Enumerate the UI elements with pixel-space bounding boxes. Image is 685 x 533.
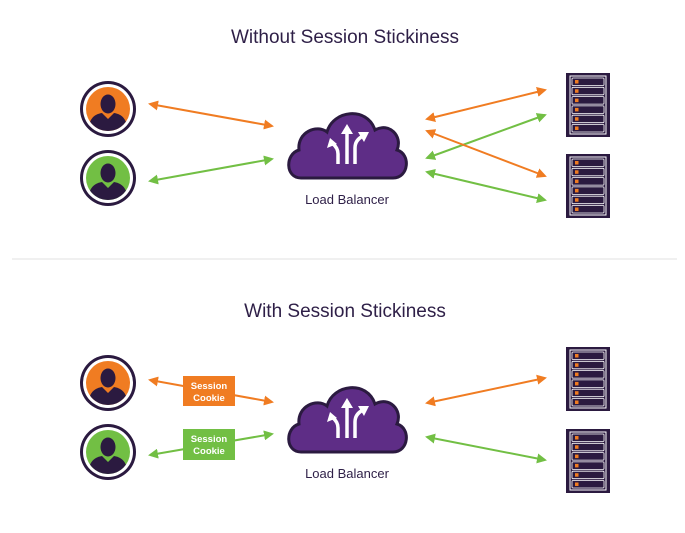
arrow-green-lb-to-server1 [425, 113, 547, 160]
server-slot [571, 480, 605, 489]
server-led [575, 400, 579, 404]
server-slot [571, 388, 605, 398]
session-cookie-badge-green: Session Cookie [183, 429, 235, 460]
load-balancer-label: Load Balancer [305, 466, 390, 481]
server-led [575, 207, 579, 211]
server-led [575, 161, 579, 165]
svg-text:Cookie: Cookie [193, 393, 225, 404]
svg-text:Cookie: Cookie [193, 446, 225, 457]
server-slot [571, 452, 605, 461]
cloud-load-balancer-icon [286, 111, 409, 180]
cloud-load-balancer-icon [286, 385, 409, 454]
server-slot [571, 105, 605, 114]
server-slot [571, 398, 605, 407]
server-led [575, 473, 579, 477]
server-led [575, 80, 579, 84]
arrow-orange-lb-to-server1 [425, 374, 547, 407]
server-rack-icon [566, 73, 610, 137]
server-slot [571, 114, 605, 124]
arrow-orange-lb-to-server2 [425, 129, 547, 178]
server-rack-icon [566, 347, 610, 411]
server-slot [571, 167, 605, 177]
server-slot [571, 177, 605, 186]
arrow-orange-lb-to-server1 [425, 87, 547, 122]
svg-text:Session: Session [191, 434, 228, 445]
svg-text:Session: Session [191, 381, 228, 392]
server-slot [571, 360, 605, 370]
server-led [575, 188, 579, 193]
server-slot [571, 186, 605, 195]
user-icon [80, 355, 136, 411]
server-led [575, 107, 579, 112]
server-led [575, 436, 579, 440]
server-slot [571, 370, 605, 379]
server-led [575, 126, 579, 130]
user-icon [80, 81, 136, 137]
user-icon [80, 150, 136, 206]
server-slot [571, 379, 605, 388]
server-slot [571, 461, 605, 470]
server-led [575, 170, 579, 174]
server-slot [571, 442, 605, 452]
server-slot [571, 205, 605, 214]
server-led [575, 463, 579, 468]
server-slot [571, 433, 605, 442]
arrow-orange-user-to-lb [148, 100, 274, 130]
server-led [575, 454, 579, 459]
server-led [575, 179, 579, 184]
server-led [575, 482, 579, 486]
section-without-stickiness: Without Session Stickiness Load Balancer [80, 27, 610, 218]
section-title: Without Session Stickiness [231, 27, 459, 48]
server-led [575, 445, 579, 449]
server-slot [571, 86, 605, 96]
user-icon [80, 424, 136, 480]
server-slot [571, 124, 605, 133]
server-slot [571, 470, 605, 480]
arrow-green-user-to-lb [148, 155, 274, 185]
server-rack-icon [566, 154, 610, 218]
server-slot [571, 96, 605, 105]
server-slot [571, 77, 605, 86]
section-with-stickiness: With Session Stickiness Session Cookie S… [80, 301, 610, 493]
section-title: With Session Stickiness [244, 301, 446, 322]
load-balancer-label: Load Balancer [305, 192, 390, 207]
server-led [575, 198, 579, 202]
arrow-green-lb-to-server2 [425, 433, 547, 464]
server-led [575, 117, 579, 121]
server-led [575, 381, 579, 386]
server-led [575, 89, 579, 93]
server-led [575, 391, 579, 395]
server-led [575, 363, 579, 367]
server-led [575, 354, 579, 358]
server-led [575, 372, 579, 377]
arrow-green-lb-to-server2 [425, 168, 547, 204]
server-rack-icon [566, 429, 610, 493]
server-slot [571, 351, 605, 360]
session-cookie-badge-orange: Session Cookie [183, 376, 235, 406]
server-slot [571, 158, 605, 167]
server-led [575, 98, 579, 103]
server-slot [571, 195, 605, 205]
